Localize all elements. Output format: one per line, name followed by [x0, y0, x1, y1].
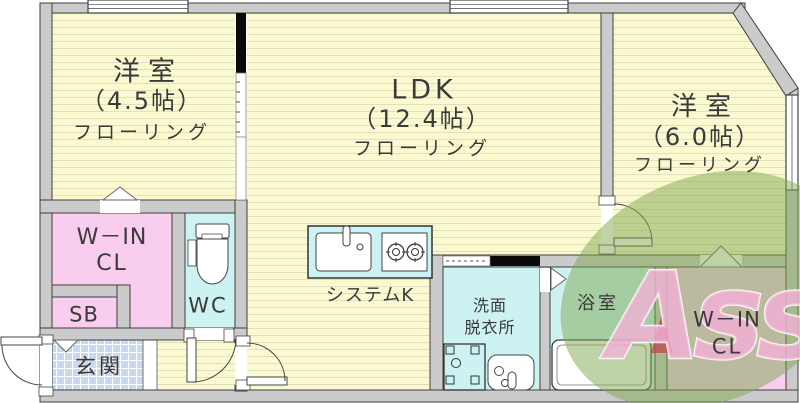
- wic-left-label-2: CL: [96, 251, 128, 276]
- wall-washroom-bath: [539, 266, 551, 391]
- entrance-marker: [52, 339, 80, 353]
- bathroom-label: 浴室: [577, 293, 619, 314]
- entrance-step: [142, 339, 158, 391]
- ldk-size: （12.4帖）: [352, 105, 492, 133]
- stove-icon: [381, 232, 428, 272]
- wic-right-label-2: CL: [711, 334, 743, 359]
- vanity-icon: [487, 354, 535, 391]
- wc-door: [186, 337, 237, 383]
- bedroom-small-floor-area: [52, 13, 235, 200]
- logo-red-accent: [651, 313, 673, 353]
- bath-opening: [540, 268, 550, 292]
- toilet-icon: [187, 223, 230, 285]
- wic-left-opening: [100, 200, 140, 213]
- bedroom-small-size: （4.5帖）: [80, 87, 204, 115]
- kitchen-sink-icon: [315, 225, 372, 272]
- wic-left-floor-area: [52, 213, 172, 328]
- bedroom-small-floor: フローリング: [72, 121, 212, 144]
- washroom-label-1: 洗面: [472, 296, 508, 315]
- logo-leaf: [560, 170, 800, 403]
- kitchen-counter: [307, 225, 433, 279]
- windows: [87, 0, 799, 191]
- wic-left-label-1: W－IN: [76, 225, 148, 250]
- kitchen-label: システムK: [325, 285, 415, 306]
- shoe-box-area: [52, 297, 117, 328]
- wall-partition-hall: [234, 199, 248, 331]
- wic-right-label-1: W－IN: [693, 307, 761, 332]
- sliding-door-bedroom-small: [235, 72, 247, 201]
- window-bedroom-small: [87, 0, 189, 14]
- window-bedroom-large: [785, 94, 799, 191]
- wall-sb-right: [116, 284, 131, 329]
- wc-label: WC: [188, 293, 228, 318]
- bedroom-small-name: 洋室: [113, 56, 183, 88]
- accent-wall-partition: [236, 13, 246, 73]
- wall-wc-left: [171, 212, 186, 341]
- entry-door: [0, 336, 43, 386]
- accent-wall-washroom: [490, 256, 540, 266]
- ldk-floor: フローリング: [352, 137, 492, 160]
- shoe-box-label: SB: [69, 302, 99, 327]
- wic-left-marker: [101, 186, 139, 201]
- assist-logo: Assist: [560, 170, 800, 403]
- sliding-door-washroom: [442, 255, 491, 267]
- ldk-door-opening: [235, 343, 247, 385]
- wall-ldk-bedroom-large: [600, 12, 614, 204]
- washroom-label-2: 脱衣所: [464, 318, 516, 337]
- entrance-label: 玄関: [75, 354, 123, 379]
- window-ldk: [449, 0, 569, 14]
- bedroom-large-name: 洋室: [670, 92, 740, 122]
- wall-under-bedroom-small: [39, 199, 248, 214]
- entry-opening: [40, 343, 52, 388]
- accent-walls: [236, 13, 540, 266]
- ldk-name: LDK: [391, 74, 457, 106]
- wall-washroom-left: [429, 254, 444, 391]
- bedroom-large-size: （6.0帖）: [638, 123, 762, 151]
- washer-pan-icon: [443, 343, 486, 391]
- wc-door-opening: [185, 328, 233, 340]
- ldk-door: [246, 342, 288, 386]
- bath-marker: [550, 267, 567, 291]
- ldk-floor-area: [247, 13, 601, 390]
- bedroom-large-floor: フローリング: [634, 155, 766, 176]
- logo-text: Assist: [600, 248, 800, 387]
